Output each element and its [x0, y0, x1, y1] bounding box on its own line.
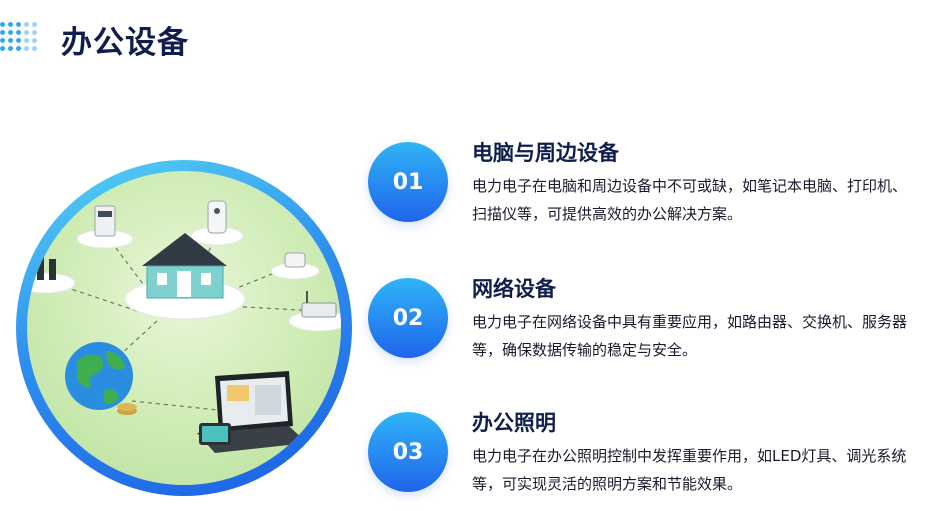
office-devices-illustration-icon — [27, 171, 341, 485]
item-title: 电脑与周边设备 — [472, 141, 619, 165]
number-badge: 03 — [368, 412, 448, 492]
item-title: 办公照明 — [472, 411, 556, 435]
list-item: 02 网络设备 电力电子在网络设备中具有重要应用，如路由器、交换机、服务器等，确… — [368, 277, 918, 359]
item-title: 网络设备 — [472, 277, 556, 301]
item-description: 电力电子在电脑和周边设备中不可或缺，如笔记本电脑、打印机、扫描仪等，可提供高效的… — [472, 177, 908, 223]
list-item: 03 办公照明 电力电子在办公照明控制中发挥重要作用，如LED灯具、调光系统等，… — [368, 411, 918, 493]
number-badge: 02 — [368, 278, 448, 358]
decorative-dots-icon — [0, 22, 40, 58]
page-title: 办公设备 — [61, 25, 189, 61]
list-item: 01 电脑与周边设备 电力电子在电脑和周边设备中不可或缺，如笔记本电脑、打印机、… — [368, 141, 918, 223]
item-description: 电力电子在办公照明控制中发挥重要作用，如LED灯具、调光系统等，可实现灵活的照明… — [472, 447, 907, 493]
item-description: 电力电子在网络设备中具有重要应用，如路由器、交换机、服务器等，确保数据传输的稳定… — [472, 313, 908, 359]
number-badge: 01 — [368, 142, 448, 222]
